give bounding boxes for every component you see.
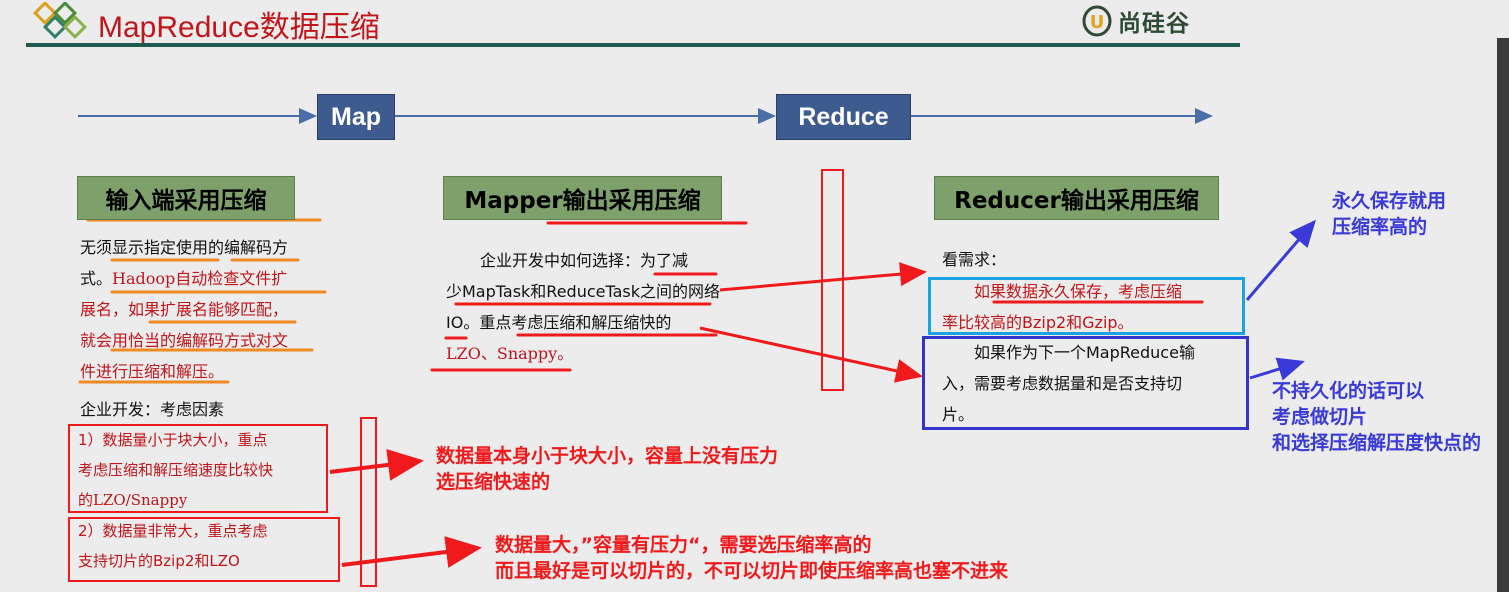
input-line: 件进行压缩和解压。 [80,362,225,381]
window-edge [1497,38,1509,592]
page-title: MapReduce数据压缩 [98,11,380,44]
mapper-description: 企业开发中如何选择：为了减 少MapTask和ReduceTask之间的网络 I… [446,251,721,363]
input-line: 展名，如果扩展名能够匹配， [80,300,289,319]
blue-arrows [1245,219,1316,381]
next-mapreduce-text: 如果作为下一个MapReduce输 入，需要考虑数据量和是否支持切 片。 [942,343,1195,424]
svg-text:U: U [1090,12,1105,33]
factor-small-text: 1）数据量小于块大小，重点 考虑压缩和解压缩速度比较快 的LZO/Snappy [78,431,274,509]
brand-logo: U 尚硅谷 [1082,4,1190,38]
reducer-need-label: 看需求： [942,250,1007,269]
title-divider [26,43,1240,47]
input-compression-heading: 输入端采用压缩 [77,176,295,220]
factor-large-text: 2）数据量非常大，重点考虑 支持切片的Bzip2和LZO [78,522,268,570]
red-separators [360,169,844,587]
brand-u-icon: U [1082,5,1112,37]
permanent-storage-text: 如果数据永久保存，考虑压缩 率比较高的Bzip2和Gzip。 [942,282,1183,332]
annotation-small-data: 数据量本身小于块大小，容量上没有压力 选压缩快速的 [436,445,779,493]
permanent-storage-box [928,277,1245,335]
annotation-non-persistent: 不持久化的话可以 考虑做切片 和选择压缩解压度快点的 [1272,380,1482,454]
red-arrows [329,262,927,568]
input-line: 式。Hadoop自动检查文件扩 [80,269,288,288]
annotation-large-data: 数据量大，”容量有压力“，需要选压缩率高的 而且最好是可以切片的，不可以切片即使… [495,534,1009,582]
logo-diamond-icon [32,2,88,40]
next-mapreduce-box [922,336,1249,430]
map-stage: Map [317,94,395,140]
brand-name: 尚硅谷 [1118,11,1190,37]
input-description: 无须显示指定使用的编解码方 式。Hadoop自动检查文件扩 展名，如果扩展名能够… [80,232,340,387]
reducer-compression-heading: Reducer输出采用压缩 [934,176,1219,220]
factors-label: 企业开发：考虑因素 [80,400,225,419]
annotation-permanent: 永久保存就用 压缩率高的 [1332,190,1447,238]
red-underlines [430,221,1204,372]
factor-small-box [68,424,328,513]
factor-large-box [68,517,340,582]
mapper-compression-heading: Mapper输出采用压缩 [443,176,722,220]
reduce-stage: Reduce [776,94,911,140]
input-line: 就会用恰当的编解码方式对文 [80,331,289,350]
orange-underlines [78,218,327,384]
input-line: 无须显示指定使用的编解码方 [80,238,289,257]
